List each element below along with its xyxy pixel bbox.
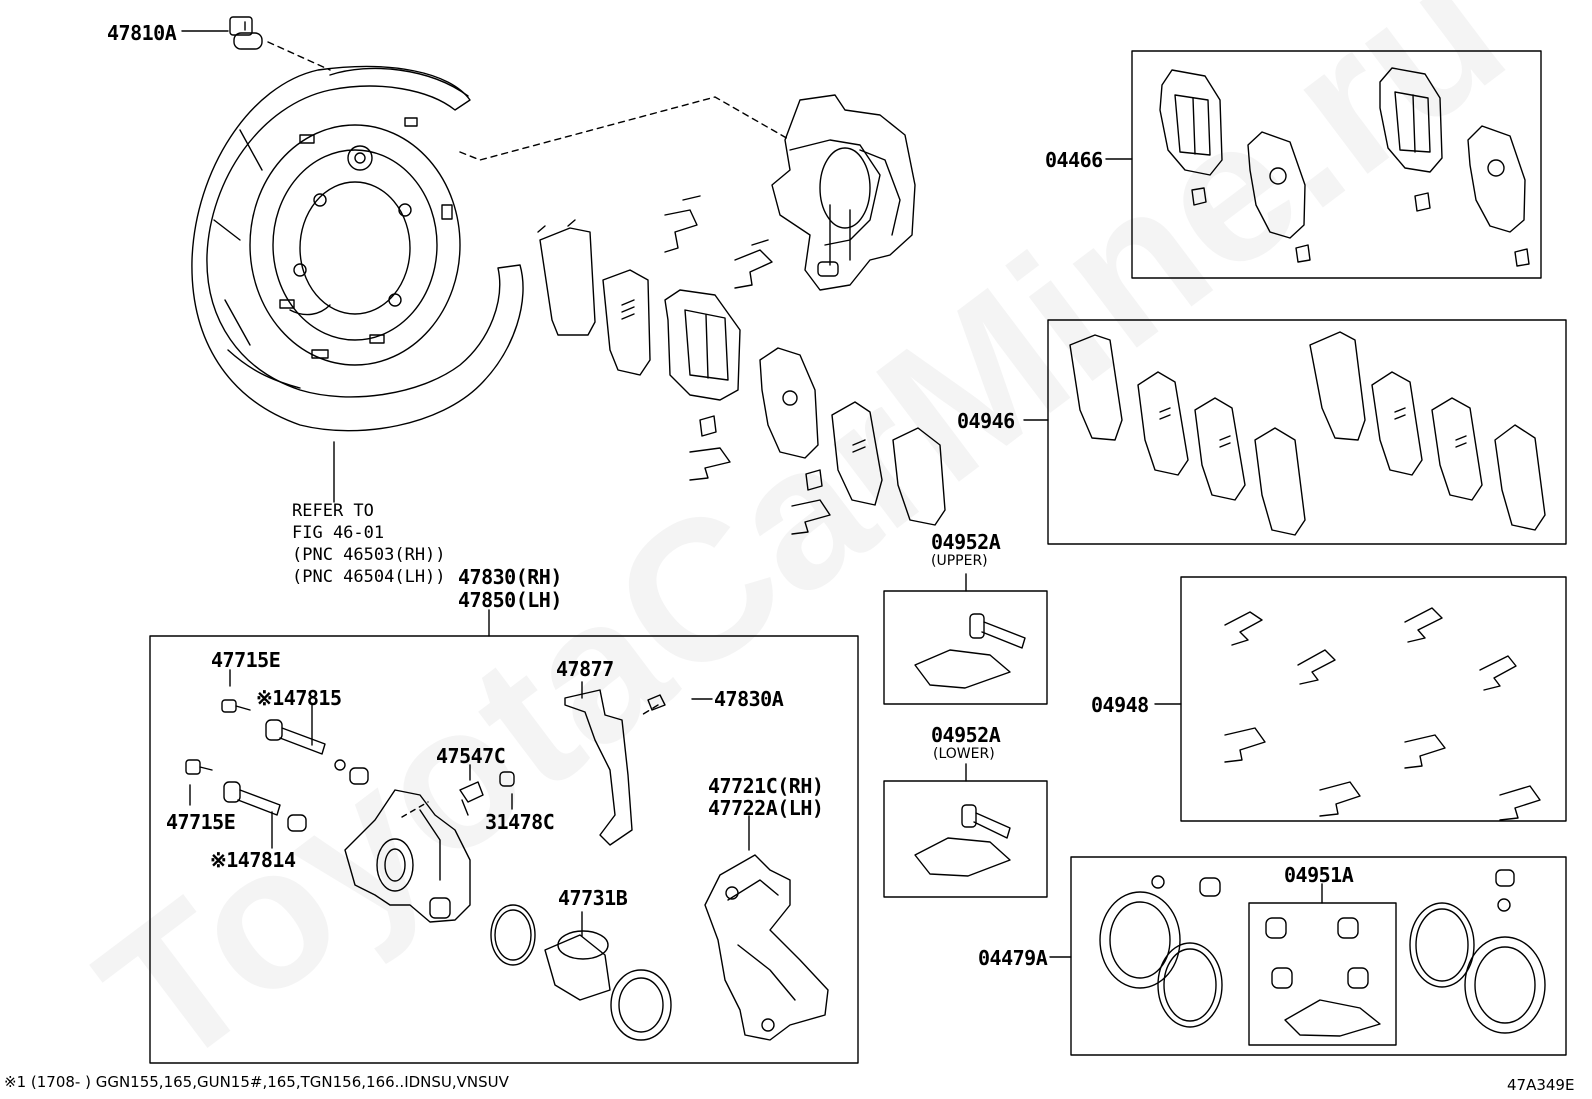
caliper-top — [771, 94, 916, 291]
label-04951A: 04951A — [1284, 863, 1354, 887]
refer-line-2: FIG 46-01 — [292, 523, 385, 543]
label-47830-rh: 47830(RH) — [458, 565, 562, 589]
label-47814: ※147814 — [210, 848, 296, 872]
guide-pin-upper — [914, 613, 1026, 689]
box-04951A — [1248, 902, 1397, 1046]
caliper-mount-47721C — [704, 854, 829, 1041]
label-47722A: 47722A(LH) — [708, 796, 824, 820]
kit-04946-parts — [1069, 331, 1546, 536]
box-04948 — [1180, 576, 1567, 822]
label-47830A: 47830A — [714, 687, 784, 711]
label-04948: 04948 — [1091, 693, 1149, 717]
label-upper: (UPPER) — [931, 553, 988, 569]
bolt-47810A — [229, 16, 263, 50]
box-caliper-assembly — [149, 635, 859, 1064]
clip-2 — [734, 239, 773, 289]
clip-1 — [664, 195, 701, 253]
label-04466: 04466 — [1045, 148, 1103, 172]
label-04952A-upper: 04952A — [931, 530, 1001, 554]
label-47715E-bottom: 47715E — [166, 810, 236, 834]
dust-shield — [191, 65, 524, 432]
figure-code: 47A349E — [1507, 1076, 1575, 1094]
label-47731B: 47731B — [558, 886, 628, 910]
label-47721C: 47721C(RH) — [708, 774, 824, 798]
box-04479A — [1070, 856, 1567, 1056]
shim-1 — [537, 219, 596, 336]
pad-1 — [664, 289, 741, 401]
pad-2 — [759, 347, 819, 459]
refer-line-1: REFER TO — [292, 501, 374, 521]
kit-04466-parts — [1159, 67, 1530, 267]
shim-2 — [602, 269, 651, 376]
wear-clip-1 — [699, 415, 717, 437]
box-04466 — [1131, 50, 1542, 279]
kit-04951A-parts — [1265, 917, 1381, 1037]
wear-clip-2 — [805, 469, 823, 491]
kit-04948-parts — [1224, 607, 1541, 821]
refer-line-3: (PNC 46503(RH)) — [292, 545, 446, 565]
label-47547C: 47547C — [436, 744, 506, 768]
label-47850-lh: 47850(LH) — [458, 588, 562, 612]
label-04952A-lower: 04952A — [931, 723, 1001, 747]
label-47815: ※147815 — [256, 686, 342, 710]
box-04946 — [1047, 319, 1567, 545]
label-04946: 04946 — [957, 409, 1015, 433]
piston-seals — [490, 904, 672, 1041]
refer-line-4: (PNC 46504(LH)) — [292, 567, 446, 587]
label-47810A: 47810A — [107, 21, 177, 45]
anti-squeal-plate-47877 — [564, 689, 666, 846]
label-31478C: 31478C — [485, 810, 555, 834]
caliper-body — [344, 789, 471, 923]
footer-note: ※1 (1708- ) GGN155,165,GUN15#,165,TGN156… — [4, 1073, 509, 1091]
clip-4 — [791, 499, 831, 535]
bleeder-parts — [185, 699, 515, 832]
label-04479A: 04479A — [978, 946, 1048, 970]
shim-3 — [831, 401, 883, 506]
guide-pin-lower — [914, 804, 1011, 877]
kit-04479A-parts — [1099, 869, 1546, 1034]
label-lower: (LOWER) — [933, 746, 995, 762]
label-47877: 47877 — [556, 657, 614, 681]
clip-3 — [689, 447, 731, 481]
shim-4 — [892, 427, 946, 526]
label-47715E-top: 47715E — [211, 648, 281, 672]
